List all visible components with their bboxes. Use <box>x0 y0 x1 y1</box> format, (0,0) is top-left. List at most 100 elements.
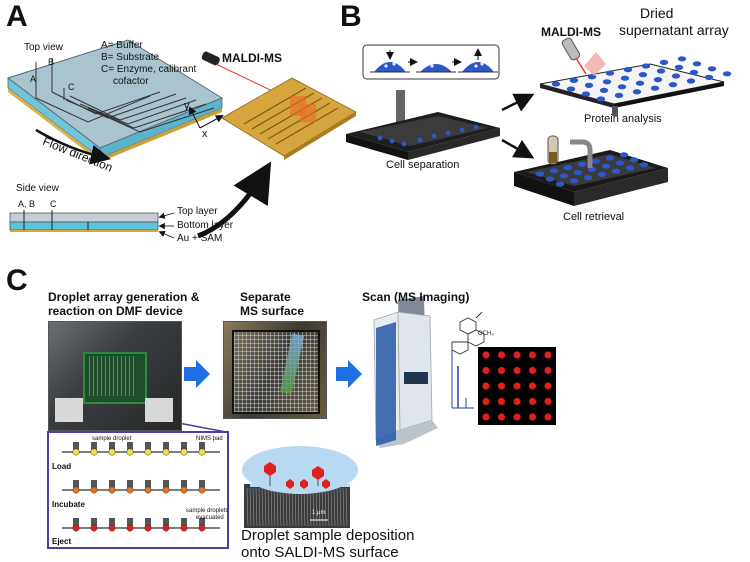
nanowire <box>249 487 252 527</box>
step2-line1: Separate <box>240 290 291 304</box>
nanowire <box>300 487 303 527</box>
side-label-c: C <box>50 199 57 209</box>
inset-electrode <box>91 442 97 450</box>
nanowire <box>291 487 294 527</box>
inset-electrode <box>163 480 169 488</box>
cell-well <box>605 155 615 161</box>
inset-electrode <box>199 518 205 526</box>
inset-droplet <box>180 524 188 532</box>
ms-spot <box>528 351 537 359</box>
nanowire <box>327 487 330 527</box>
inset-droplet <box>90 448 98 456</box>
nanowire <box>303 487 306 527</box>
inset-droplet <box>198 486 206 494</box>
cell-separation-device <box>346 90 500 160</box>
mass-spectrum <box>451 350 474 409</box>
ms-image-spots <box>482 351 552 421</box>
inset-electrode <box>109 518 115 526</box>
nanowire <box>339 487 342 527</box>
dmf-inset-rows <box>62 442 220 532</box>
cell-well <box>583 175 593 181</box>
chip-label-a: A <box>30 74 37 84</box>
nanowire <box>297 487 300 527</box>
layer-top: Top layer <box>177 206 218 217</box>
structure-label: OCH₃ <box>478 331 494 337</box>
maldi-label-a: MALDI-MS <box>222 51 282 65</box>
cell-well <box>535 171 545 177</box>
step3-label: Scan (MS Imaging) <box>362 290 470 304</box>
inset-droplet <box>72 448 80 456</box>
cell-retrieval-plate <box>514 135 668 206</box>
inset-electrode <box>163 518 169 526</box>
array-droplet <box>686 78 696 84</box>
inset-electrode <box>73 480 79 488</box>
inset-electrode <box>145 518 151 526</box>
inset-droplet <box>162 448 170 456</box>
panel-b-label: B <box>340 0 362 33</box>
nanowire <box>336 487 339 527</box>
supernatant-label: supernatant array <box>619 22 729 38</box>
inset-evacuated-1: sample droplets <box>186 508 229 514</box>
ms-spot <box>544 397 552 406</box>
legend-enzyme: C= Enzyme, calibrant <box>101 64 197 75</box>
array-droplet <box>635 80 645 86</box>
array-droplet <box>623 67 633 73</box>
nanowire <box>306 487 309 527</box>
array-droplet <box>614 92 624 98</box>
ms-spot <box>513 351 521 359</box>
nanowire <box>261 487 264 527</box>
arrow-to-retrieval <box>501 138 535 159</box>
inset-electrode <box>127 442 133 450</box>
blue-arrow-2 <box>336 360 362 388</box>
inset-electrode <box>73 518 79 526</box>
droplet-inset <box>362 44 500 80</box>
inset-droplet <box>90 486 98 494</box>
cell-separation-label: Cell separation <box>386 159 460 171</box>
top-view-label: Top view <box>24 42 63 53</box>
array-droplet <box>668 82 678 88</box>
inset-droplet <box>180 486 188 494</box>
cell-well <box>587 166 597 172</box>
inset-droplet <box>72 486 80 494</box>
nanowire <box>273 487 276 527</box>
inset-electrode <box>109 480 115 488</box>
inset-electrode <box>145 442 151 450</box>
inset-electrode <box>91 480 97 488</box>
side-view-chip <box>9 210 175 239</box>
nanowire <box>333 487 336 527</box>
side-view-label: Side view <box>16 183 59 194</box>
inset-droplet <box>126 448 134 456</box>
inset-incubate: Incubate <box>52 500 85 509</box>
cell-well <box>601 163 611 169</box>
ms-spot <box>528 366 537 375</box>
array-droplet <box>602 79 612 85</box>
inset-electrode <box>145 480 151 488</box>
xy-axes <box>189 106 224 129</box>
ms-spot <box>528 397 537 406</box>
protein-analysis-label: Protein analysis <box>584 113 662 125</box>
blue-arrow-1 <box>184 360 210 388</box>
ms-spot <box>513 382 521 390</box>
inset-eject: Eject <box>52 537 72 546</box>
inset-electrode <box>199 442 205 450</box>
ms-spot <box>497 382 506 390</box>
nanowire <box>342 487 345 527</box>
array-droplet <box>620 75 630 81</box>
deposition-line1: Droplet sample deposition <box>241 527 415 544</box>
array-droplet <box>653 77 663 83</box>
saldi-droplet <box>242 446 358 528</box>
nanowire <box>258 487 261 527</box>
nanowire <box>267 487 270 527</box>
flow-arrow <box>35 128 111 165</box>
inset-electrode <box>163 442 169 450</box>
ms-spot <box>513 397 521 406</box>
ms-spot <box>544 366 552 375</box>
legend-substrate: B= Substrate <box>101 52 160 63</box>
dmf-clamp-right <box>145 398 173 422</box>
cell-well <box>545 176 555 182</box>
cell-well <box>563 165 573 171</box>
step1-line1: Droplet array generation & <box>48 290 200 304</box>
nanowire <box>285 487 288 527</box>
chip-label-b: B <box>48 57 55 67</box>
